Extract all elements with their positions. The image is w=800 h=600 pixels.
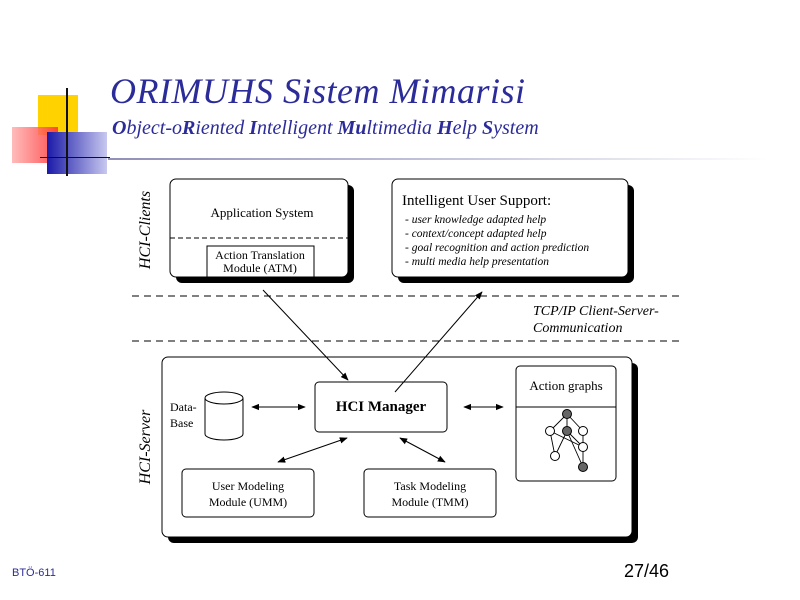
user-support-title: Intelligent User Support:: [402, 193, 551, 209]
hci-server-label: HCI-Server: [137, 409, 154, 485]
database-label-line1: Data-: [170, 400, 197, 414]
slide-title: ORIMUHS Sistem Mimarisi: [110, 71, 526, 111]
atm-label-line2: Module (ATM): [223, 261, 297, 275]
arrow-manager-umm: [277, 437, 348, 463]
umm-box: [181, 468, 315, 518]
action-graphs-label: Action graphs: [529, 378, 602, 393]
subtitle-part: O: [112, 117, 127, 139]
arrow-manager-to-support: [394, 291, 483, 393]
action-graphs-box: [515, 365, 617, 482]
database-cylinder-icon: [204, 391, 244, 441]
decor-horizontal-line: [40, 157, 110, 158]
user-support-item: - goal recognition and action prediction: [405, 242, 589, 254]
subtitle-part: I: [249, 117, 257, 139]
tmm-box: [363, 468, 497, 518]
slide-subtitle: Object-oRiented Intelligent Multimedia H…: [112, 117, 539, 140]
hci-clients-label: HCI-Clients: [137, 191, 154, 270]
subtitle-part: iented: [195, 117, 250, 139]
atm-label-line1: Action Translation: [215, 248, 305, 262]
action-graph-node: [562, 409, 572, 419]
title-underline: [108, 158, 768, 160]
action-graph-node: [578, 462, 588, 472]
decor-blue-square: [47, 132, 107, 174]
footer-course-code: BTÖ-611: [12, 567, 56, 579]
arrow-manager-tmm: [399, 437, 446, 463]
subtitle-part: bject-o: [126, 117, 182, 139]
action-graph-node: [578, 442, 588, 452]
tmm-label-line2: Module (TMM): [392, 495, 469, 509]
user-support-item: - context/concept adapted help: [405, 228, 547, 240]
subtitle-part: ltimedia: [366, 117, 437, 139]
subtitle-part: elp: [452, 117, 482, 139]
network-label-line2: Communication: [533, 321, 622, 336]
arrow-atm-to-manager: [262, 289, 349, 381]
page-number: 27/46: [624, 561, 670, 581]
subtitle-part: S: [482, 117, 494, 139]
subtitle-part: R: [181, 117, 196, 139]
decor-vertical-line: [66, 88, 68, 176]
user-support-box: [391, 178, 629, 278]
atm-box: [206, 245, 315, 278]
subtitle-part: ystem: [493, 117, 539, 139]
hci-manager-box: [314, 381, 448, 433]
subtitle-part: H: [437, 117, 453, 139]
subtitle-part: ntelligent: [257, 117, 338, 139]
application-system-label: Application System: [211, 205, 314, 220]
hci-manager-label: HCI Manager: [336, 399, 427, 415]
action-graph-node: [550, 451, 560, 461]
user-support-item: - multi media help presentation: [405, 256, 549, 268]
network-label-line1: TCP/IP Client-Server-: [533, 304, 659, 319]
action-graph-node: [562, 426, 572, 436]
subtitle-part: Mu: [337, 117, 367, 139]
action-graph-nodes: [545, 409, 588, 472]
umm-label-line1: User Modeling: [212, 479, 284, 493]
umm-label-line2: Module (UMM): [209, 495, 287, 509]
tmm-label-line1: Task Modeling: [394, 479, 466, 493]
database-label-line2: Base: [170, 416, 193, 430]
action-graph-node: [545, 426, 555, 436]
user-support-item: - user knowledge adapted help: [405, 214, 546, 226]
action-graph-node: [578, 426, 588, 436]
